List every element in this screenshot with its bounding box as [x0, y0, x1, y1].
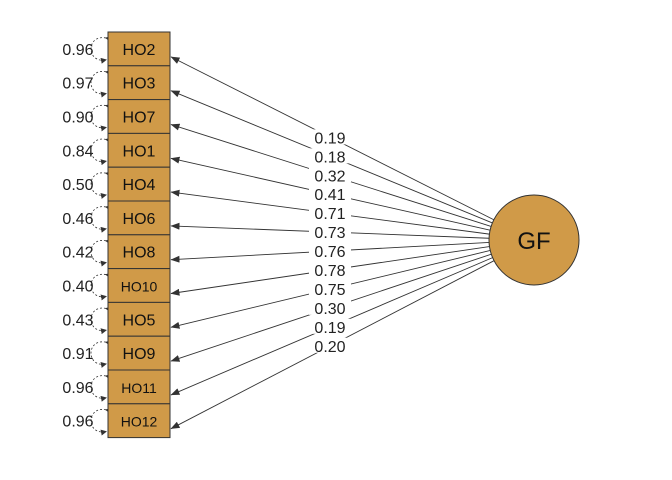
- residual-arc: [90, 238, 112, 267]
- indicator-label: HO4: [123, 177, 156, 194]
- variance-label: 0.42: [62, 245, 93, 262]
- loading-label-bg: [309, 129, 351, 145]
- loading-label-bg: [309, 148, 351, 164]
- variance-label: 0.84: [62, 143, 93, 160]
- indicator-label: HO10: [121, 279, 158, 295]
- latent-factor: GF: [488, 194, 580, 286]
- loading-label-bg: [309, 224, 351, 240]
- loading-label: 0.30: [314, 301, 345, 318]
- loading-label-bg: [309, 280, 351, 296]
- loading-label-bg: [309, 186, 351, 202]
- loading-label-bg: [309, 299, 351, 315]
- indicator-label: HO11: [121, 380, 157, 396]
- loading-labels: 0.19 0.18 0.32 0.41 0.71 0.73 0.76 0.78 0.75 0.30…: [309, 129, 351, 356]
- indicator-label: HO12: [121, 414, 158, 430]
- loading-label: 0.71: [314, 206, 345, 223]
- loading-label: 0.76: [314, 244, 345, 261]
- residual-arc: [90, 103, 112, 132]
- loading-label: 0.41: [314, 187, 345, 204]
- loading-label-bg: [309, 205, 351, 221]
- loading-label: 0.19: [314, 130, 345, 147]
- indicator-label: HO2: [123, 42, 156, 59]
- variance-label: 0.50: [62, 177, 93, 194]
- indicator-node: [107, 65, 171, 101]
- indicator-node: [107, 31, 171, 67]
- indicator-node: [107, 99, 171, 134]
- loading-label: 0.19: [314, 320, 345, 337]
- variance-label: 0.43: [62, 312, 93, 329]
- loading-label-bg: [309, 261, 351, 277]
- residual-arc: [90, 205, 112, 233]
- loading-label: 0.73: [314, 225, 345, 242]
- loading-label-bg: [309, 318, 351, 334]
- residual-arc: [90, 407, 112, 436]
- loading-label-bg: [309, 337, 351, 353]
- factor-node: [488, 194, 580, 286]
- variance-label: 0.96: [62, 414, 93, 431]
- indicator-node: [107, 335, 171, 371]
- residual-arc: [90, 137, 112, 166]
- variance-label: 0.46: [62, 211, 93, 228]
- indicator-node: [107, 166, 171, 202]
- variance-label: 0.91: [62, 346, 93, 363]
- indicator-node: [107, 132, 171, 168]
- indicator-node: [107, 268, 171, 303]
- residual-arc: [90, 69, 112, 98]
- residual-arc: [90, 374, 112, 402]
- indicator-label: HO1: [123, 143, 156, 160]
- residual-arc: [90, 306, 112, 335]
- residual-arc: [90, 272, 112, 301]
- indicator-label: HO5: [123, 312, 156, 329]
- residual-arc: [90, 36, 112, 64]
- loading-label: 0.78: [314, 263, 345, 280]
- variance-label: 0.97: [62, 76, 93, 93]
- factor-label: GF: [517, 228, 550, 255]
- indicator-label: HO8: [123, 245, 156, 262]
- variance-label: 0.96: [62, 380, 93, 397]
- residual-arc: [90, 340, 112, 368]
- loading-label: 0.20: [314, 339, 345, 356]
- indicator-label: HO9: [123, 346, 156, 363]
- indicator-node: [107, 234, 171, 270]
- loading-label-bg: [309, 243, 351, 259]
- indicator-label: HO6: [123, 211, 156, 228]
- indicator-node: [107, 369, 171, 405]
- indicator-node: [107, 403, 171, 439]
- indicator-label: HO3: [123, 76, 156, 93]
- indicator-label: HO7: [123, 110, 156, 127]
- loading-label: 0.75: [314, 282, 345, 299]
- variance-label: 0.90: [62, 110, 93, 127]
- loading-paths: [170, 56, 495, 430]
- loading-label-bg: [309, 167, 351, 183]
- loading-label: 0.32: [314, 168, 345, 185]
- variance-label: 0.40: [62, 279, 93, 296]
- residual-variances: 0.96 0.97 0.90 0.84 0.50 0.46 0.42 0.40 0.43 0.91…: [62, 36, 112, 436]
- loading-label: 0.18: [314, 149, 345, 166]
- variance-label: 0.96: [62, 42, 93, 59]
- residual-arc: [90, 171, 112, 199]
- indicator-node: [107, 301, 171, 337]
